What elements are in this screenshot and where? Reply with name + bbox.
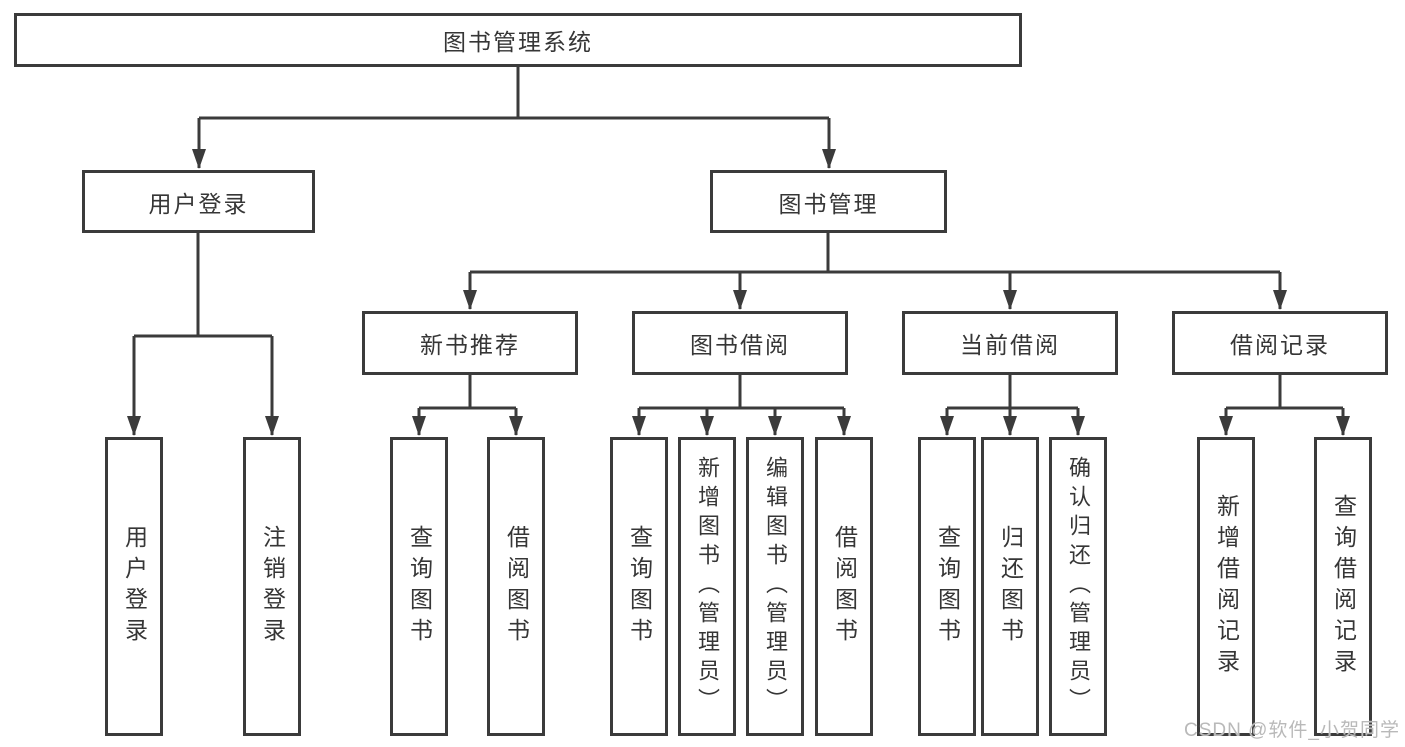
leaf-logout-login: 注销登录 — [243, 437, 301, 736]
leaf-edit-book-admin: 编辑图书（管理员） — [746, 437, 804, 736]
leaf-user-login: 用户登录 — [105, 437, 163, 736]
leaf-query-books-current: 查询图书 — [918, 437, 976, 736]
node-book-borrowing: 图书借阅 — [632, 311, 848, 375]
node-new-book-recommend: 新书推荐 — [362, 311, 578, 375]
csdn-watermark: CSDN @软件_小贺同学 — [1184, 720, 1400, 741]
leaf-confirm-return-admin: 确认归还（管理员） — [1049, 437, 1107, 736]
leaf-query-borrow-record: 查询借阅记录 — [1314, 437, 1372, 736]
leaf-add-book-admin: 新增图书（管理员） — [678, 437, 736, 736]
leaf-borrow-books-recommend: 借阅图书 — [487, 437, 545, 736]
node-borrowing-records: 借阅记录 — [1172, 311, 1388, 375]
leaf-query-books-borrowing: 查询图书 — [610, 437, 668, 736]
node-library-system: 图书管理系统 — [14, 13, 1022, 67]
leaf-borrow-books-borrowing: 借阅图书 — [815, 437, 873, 736]
node-user-login: 用户登录 — [82, 170, 315, 233]
node-book-management: 图书管理 — [710, 170, 947, 233]
leaf-return-books: 归还图书 — [981, 437, 1039, 736]
node-current-borrowing: 当前借阅 — [902, 311, 1118, 375]
leaf-add-borrow-record: 新增借阅记录 — [1197, 437, 1255, 736]
leaf-query-books-recommend: 查询图书 — [390, 437, 448, 736]
